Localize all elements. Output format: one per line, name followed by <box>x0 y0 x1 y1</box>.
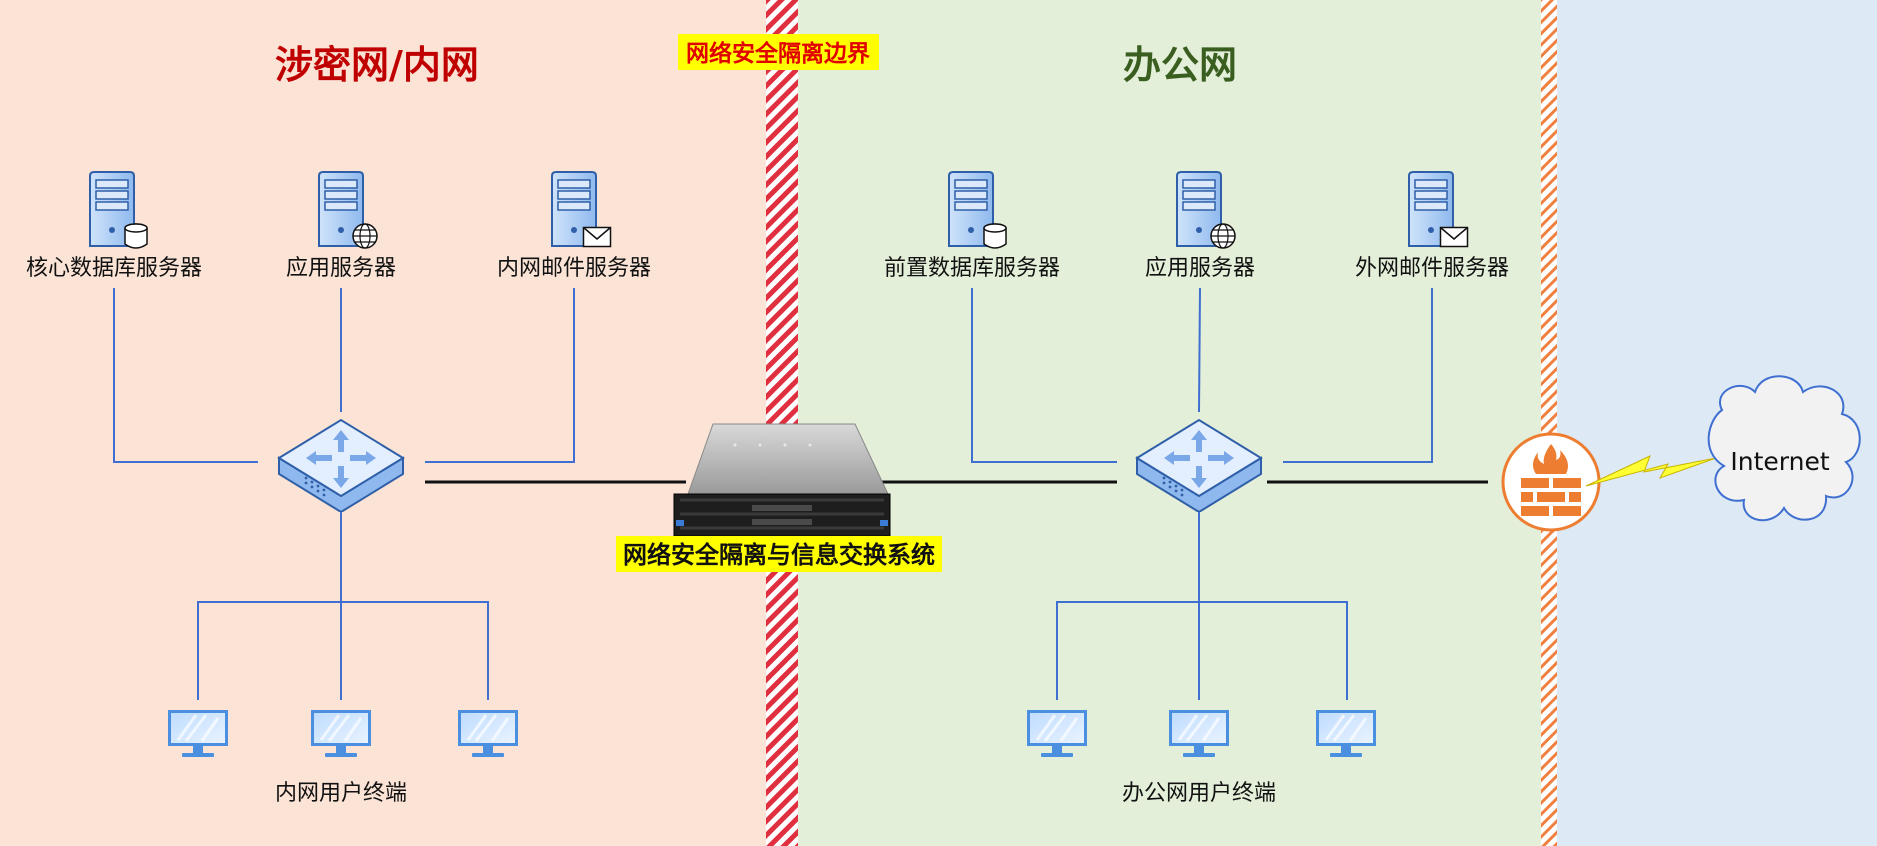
inner-server-label-3: 内网邮件服务器 <box>497 256 651 281</box>
inner-server-label-1: 核心数据库服务器 <box>26 256 202 281</box>
isolation-boundary-stripe <box>766 0 798 846</box>
globe-icon <box>1210 223 1236 249</box>
inner-network-zone <box>0 0 766 846</box>
office-mail-link <box>1283 288 1433 463</box>
firewall-icon <box>1501 432 1601 532</box>
gatekeeper-appliance-icon <box>673 423 891 537</box>
office-terminal-bus <box>1056 512 1348 700</box>
database-icon <box>124 223 148 249</box>
inner-mail-link <box>425 288 575 463</box>
inner-db-link <box>113 288 258 463</box>
office-server-label-1: 前置数据库服务器 <box>884 256 1060 281</box>
office-terminals-label: 办公网用户终端 <box>1122 781 1276 806</box>
boundary-label: 网络安全隔离边界 <box>686 40 870 67</box>
mail-icon <box>1439 226 1469 248</box>
office-zone-title: 办公网 <box>1123 43 1237 87</box>
database-icon <box>983 223 1007 249</box>
gatekeeper-label-highlight <box>616 536 942 572</box>
inner-server-label-2: 应用服务器 <box>286 256 396 281</box>
boundary-label-highlight <box>678 34 879 70</box>
inner-terminals-label: 内网用户终端 <box>275 781 407 806</box>
office-server-label-3: 外网邮件服务器 <box>1355 256 1509 281</box>
office-db-link <box>971 288 1117 463</box>
globe-icon <box>352 223 378 249</box>
inner-zone-title: 涉密网/内网 <box>275 43 479 87</box>
office-server-label-2: 应用服务器 <box>1145 256 1255 281</box>
inner-terminal-bus <box>197 512 489 700</box>
internet-label: Internet <box>1730 447 1829 476</box>
office-network-zone <box>766 0 1542 846</box>
internet-cloud-icon <box>1707 375 1861 522</box>
mail-icon <box>582 226 612 248</box>
office-app-link <box>1198 287 1201 413</box>
firewall-boundary-stripe <box>1541 0 1557 846</box>
gatekeeper-label: 网络安全隔离与信息交换系统 <box>623 541 935 569</box>
